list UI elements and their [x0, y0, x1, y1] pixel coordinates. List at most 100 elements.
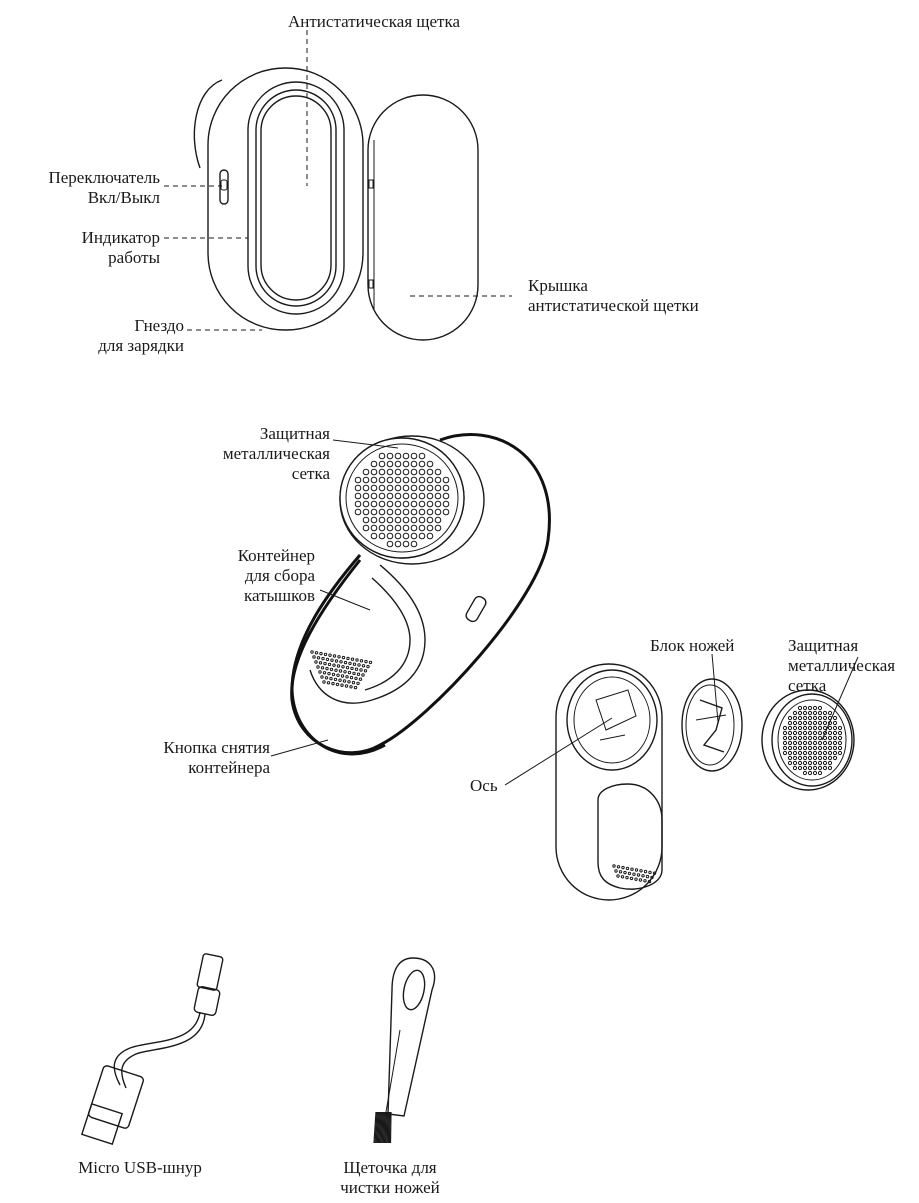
vent-hole — [357, 682, 359, 684]
vent-hole — [354, 686, 356, 688]
mesh-hole — [788, 721, 791, 724]
mesh-hole — [808, 771, 811, 774]
mesh-hole — [798, 756, 801, 759]
mesh-hole — [808, 731, 811, 734]
mesh-hole — [798, 766, 801, 769]
mesh-hole — [828, 766, 831, 769]
label-charging-socket: Гнездо для зарядки — [0, 316, 184, 356]
mesh-hole — [788, 741, 791, 744]
vent-hole — [646, 875, 648, 877]
vent-hole — [344, 661, 346, 663]
mesh-hole — [803, 731, 806, 734]
mesh-hole — [828, 741, 831, 744]
mesh-hole — [838, 751, 841, 754]
vent-hole — [365, 660, 367, 662]
vent-hole — [622, 866, 624, 868]
mesh-hole — [788, 736, 791, 739]
mesh-hole — [828, 711, 831, 714]
vent-hole — [630, 877, 632, 879]
vent-hole — [345, 685, 347, 687]
mesh-hole — [833, 741, 836, 744]
vent-hole — [339, 670, 341, 672]
mesh-hole — [793, 756, 796, 759]
mesh-hole — [803, 741, 806, 744]
mesh-hole — [803, 716, 806, 719]
bristle — [389, 1112, 390, 1143]
mesh-hole — [818, 736, 821, 739]
usb-cable-drawing — [82, 953, 223, 1144]
mesh-hole — [823, 761, 826, 764]
brush-cover-drawing — [368, 95, 478, 340]
vent-hole — [320, 652, 322, 654]
vent-holes-main — [311, 651, 372, 689]
mesh-hole — [783, 726, 786, 729]
vent-hole — [349, 662, 351, 664]
vent-hole — [323, 681, 325, 683]
cleaning-brush-drawing — [374, 958, 435, 1143]
vent-hole — [341, 684, 343, 686]
mesh-hole — [793, 721, 796, 724]
exploded-view — [556, 664, 854, 900]
vent-hole — [619, 871, 621, 873]
label-brush-cover: Крышка антистатической щетки — [528, 276, 699, 316]
mesh-holes-exploded — [783, 706, 841, 774]
vent-hole — [628, 872, 630, 874]
vent-hole — [635, 878, 637, 880]
mesh-hole — [803, 746, 806, 749]
vent-hole — [350, 686, 352, 688]
mesh-hole — [813, 736, 816, 739]
mesh-hole — [798, 736, 801, 739]
mesh-hole — [813, 721, 816, 724]
mesh-hole — [823, 751, 826, 754]
vent-hole — [317, 666, 319, 668]
mesh-hole — [828, 751, 831, 754]
vent-hole — [642, 875, 644, 877]
vent-hole — [336, 683, 338, 685]
vent-hole — [343, 680, 345, 682]
label-power-switch: Переключатель Вкл/Выкл — [0, 168, 160, 208]
vent-hole — [615, 870, 617, 872]
mesh-hole — [818, 746, 821, 749]
mesh-hole — [813, 756, 816, 759]
mesh-hole — [808, 761, 811, 764]
mesh-hole — [798, 746, 801, 749]
label-usb-cable: Micro USB-шнур — [60, 1158, 220, 1178]
mesh-hole — [803, 756, 806, 759]
mesh-hole — [818, 751, 821, 754]
vent-hole — [329, 654, 331, 656]
mesh-hole — [833, 721, 836, 724]
vent-hole — [649, 871, 651, 873]
vent-hole — [635, 869, 637, 871]
vent-hole — [330, 668, 332, 670]
mesh-hole — [808, 721, 811, 724]
vent-hole — [639, 879, 641, 881]
mesh-hole — [823, 746, 826, 749]
vent-hole — [633, 873, 635, 875]
vent-hole — [332, 673, 334, 675]
mesh-hole — [808, 711, 811, 714]
mesh-hole — [833, 751, 836, 754]
vent-hole — [342, 666, 344, 668]
mesh-hole — [823, 711, 826, 714]
vent-hole — [317, 657, 319, 659]
label-blade-block: Блок ножей — [650, 636, 734, 656]
vent-hole — [360, 660, 362, 662]
mesh-hole — [838, 726, 841, 729]
mesh-hole — [808, 726, 811, 729]
vent-hole — [335, 669, 337, 671]
label-axis: Ось — [470, 776, 498, 796]
mesh-hole — [808, 751, 811, 754]
mesh-hole — [818, 756, 821, 759]
vent-hole — [644, 880, 646, 882]
mesh-hole — [813, 766, 816, 769]
vent-hole — [339, 679, 341, 681]
mesh-hole — [833, 716, 836, 719]
mesh-hole — [813, 731, 816, 734]
mesh-hole — [793, 716, 796, 719]
mesh-hole — [818, 741, 821, 744]
mesh-hole — [808, 746, 811, 749]
mesh-hole — [783, 746, 786, 749]
vent-hole — [350, 676, 352, 678]
mesh-hole — [833, 746, 836, 749]
